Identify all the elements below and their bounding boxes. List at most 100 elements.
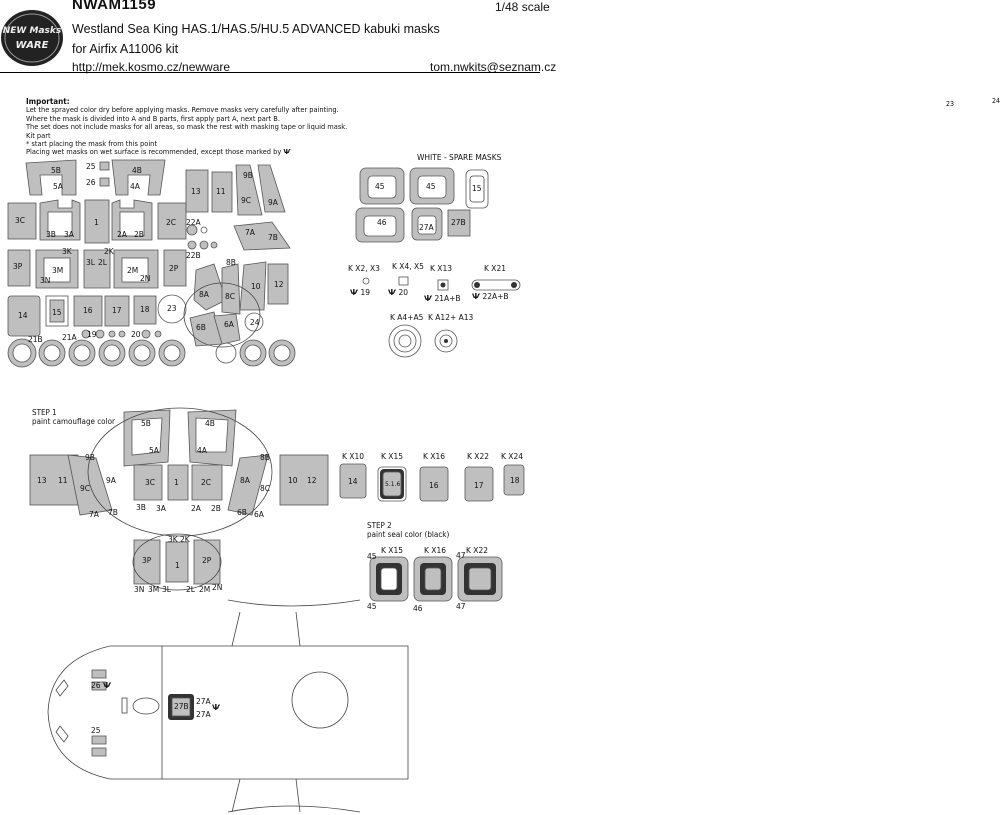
product-code: NWAM1159 <box>72 0 157 13</box>
step1-label: 1 <box>174 478 179 487</box>
step1-label: 8B <box>260 453 270 462</box>
fuselage-label: 26 Ѱ <box>91 681 111 690</box>
mask-label: 7B <box>268 233 278 242</box>
step1-label: 2L <box>186 585 195 594</box>
spare-label: 27B <box>451 218 466 227</box>
kit-part-name: K X4, X5 <box>392 262 424 271</box>
mask-label: 15 <box>52 308 62 317</box>
instructions-heading: Important: <box>26 97 70 106</box>
mask-label: 8A <box>199 290 209 299</box>
step1-label: 7A <box>89 510 99 519</box>
step1-label: 3N <box>134 585 145 594</box>
mask-label: 3P <box>13 262 23 271</box>
header-divider <box>0 72 540 73</box>
mask-label: 10 <box>251 282 261 291</box>
mask-label: 2C <box>166 218 177 227</box>
mask-label: 18 <box>140 305 150 314</box>
kit-part-name: K X16 <box>423 452 445 461</box>
kit-part-name: K X22 <box>466 546 488 555</box>
mask-label: 2P <box>169 264 179 273</box>
kit-part-mask: Ѱ 21A+B <box>424 294 461 303</box>
kit-part-name: K X15 <box>381 546 403 555</box>
step1-heading: STEP 1 paint camouflage color <box>32 408 115 426</box>
step1-kit-parts <box>339 463 525 502</box>
step1-label: 6B <box>237 508 247 517</box>
seal-label: 47 <box>456 602 466 611</box>
mask-label: 3C <box>15 216 26 225</box>
step1-label: 5A <box>149 446 159 455</box>
email-link[interactable]: tom.nwkits@seznam.cz <box>430 60 557 74</box>
mask-label: 3M <box>52 266 64 275</box>
kit-part-name: K A12+ A13 <box>428 313 474 322</box>
step1-label: 1 <box>175 561 180 570</box>
kit-part-mask: 18 <box>510 476 520 485</box>
step2-title: STEP 2 <box>367 521 392 530</box>
mask-label: 6B <box>196 323 206 332</box>
step1-label: 9C <box>80 484 91 493</box>
scale-label: 1/48 scale <box>495 0 550 14</box>
step1-label: 9B <box>85 453 95 462</box>
step1-label: 5B <box>141 419 151 428</box>
step1-label: 2P <box>202 556 212 565</box>
page-number-left: 23 <box>946 100 955 108</box>
spare-label: 45 <box>375 182 385 191</box>
mask-label: 7A <box>245 228 255 237</box>
spare-label: 46 <box>377 218 387 227</box>
kit-part-name: K A4+A5 <box>390 313 424 322</box>
mask-label: 4B <box>132 166 142 175</box>
mask-label: 2L <box>98 258 107 267</box>
kit-part-name: K X16 <box>424 546 446 555</box>
mask-label: 8B <box>226 258 236 267</box>
kit-part-mask: 17 <box>474 481 484 490</box>
step1-label: 8A <box>240 476 250 485</box>
fuselage-label: 27A <box>196 697 211 706</box>
wet-mark-icon: Ѱ <box>283 147 291 157</box>
canopy-masks <box>7 159 296 368</box>
mask-label: 2M <box>127 266 139 275</box>
mask-label: 2A <box>117 230 127 239</box>
fuselage-label: 25 <box>91 726 101 735</box>
instructions-block: Important: Let the sprayed color dry bef… <box>26 97 366 157</box>
step1-cockpit <box>29 407 329 591</box>
mask-label: 2N <box>140 274 151 283</box>
mask-label: 9C <box>241 196 252 205</box>
kit-part-mask: 14 <box>348 477 358 486</box>
kit-part-mask: Ѱ 20 <box>388 288 408 297</box>
step1-label: 3L <box>162 585 171 594</box>
fuselage-label: 27A <box>196 710 211 719</box>
mask-label: 12 <box>274 280 284 289</box>
kit-reference: for Airfix A11006 kit <box>72 42 179 56</box>
mask-label: 16 <box>83 306 93 315</box>
step1-label: 13 <box>37 476 47 485</box>
step1-label: 4B <box>205 419 215 428</box>
mask-label: 20 <box>131 330 141 339</box>
step1-title: STEP 1 <box>32 408 57 417</box>
spare-masks <box>355 167 489 243</box>
instruction-line: Let the sprayed color dry before applyin… <box>26 105 339 115</box>
step1-label: 9A <box>106 476 116 485</box>
mask-label: 23 <box>167 304 177 313</box>
instruction-line: Kit part <box>26 130 51 140</box>
instruction-line: Placing wet masks on wet surface is reco… <box>26 147 282 157</box>
kit-part-mask: 16 <box>429 481 439 490</box>
step1-label: 2M <box>199 585 211 594</box>
product-title: Westland Sea King HAS.1/HAS.5/HU.5 ADVAN… <box>72 22 440 36</box>
kit-part-drawings <box>362 276 521 358</box>
kit-part-name: K X13 <box>430 264 452 273</box>
mask-label: 13 <box>191 187 201 196</box>
mask-label: 11 <box>216 187 226 196</box>
step1-label: 3A <box>156 504 166 513</box>
seal-label: 45 <box>367 552 377 561</box>
step1-label: 2C <box>201 478 212 487</box>
logo-text-bottom: WARE <box>16 40 49 51</box>
newware-logo: NEW Masks WARE <box>0 8 64 68</box>
mask-label: 8C <box>225 292 236 301</box>
mask-label: 2B <box>134 230 144 239</box>
spare-masks-title: WHITE - SPARE MASKS <box>417 153 502 162</box>
website-link[interactable]: http://mek.kosmo.cz/newware <box>72 60 231 74</box>
page-number-right: 24 <box>992 97 1000 105</box>
step1-label: 3K <box>168 535 178 544</box>
mask-label: 5A <box>53 182 63 191</box>
mask-label: 5B <box>51 166 61 175</box>
